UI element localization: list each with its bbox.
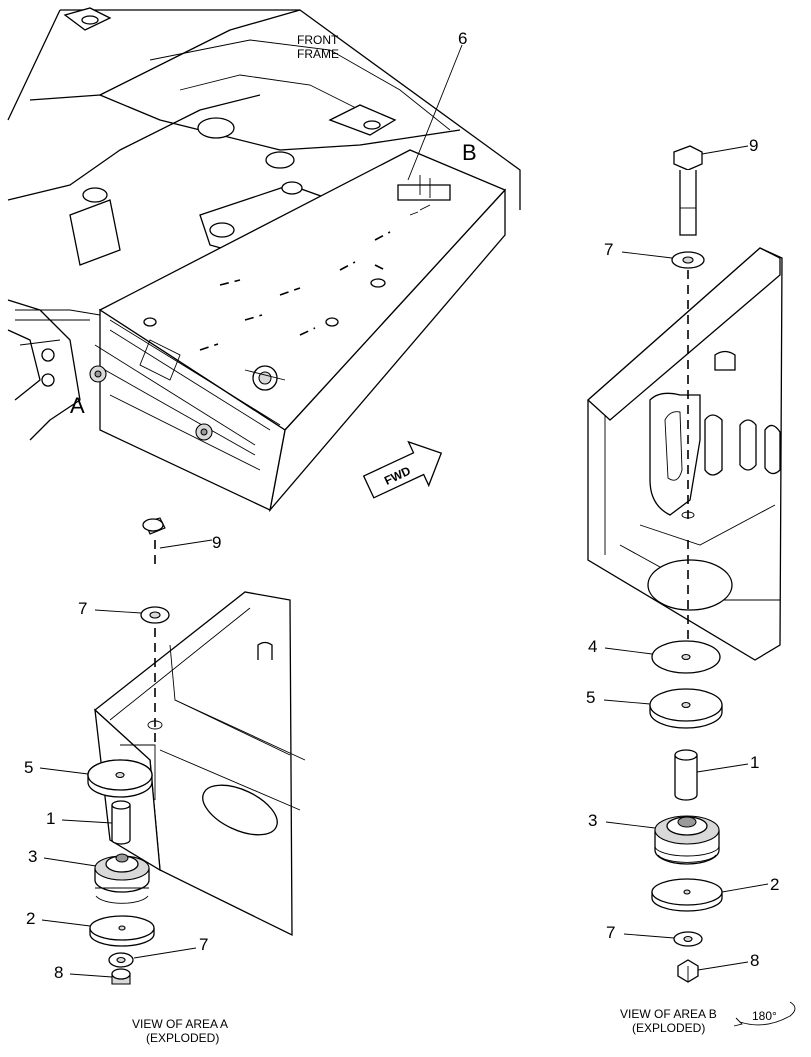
callout-b-3: 3 [588, 811, 597, 830]
callout-b-4: 4 [588, 637, 597, 656]
callout-b-2: 2 [770, 875, 779, 894]
forward-arrow-icon: FWD [362, 440, 443, 499]
callout-b-8: 8 [750, 951, 759, 970]
callout-b-7-top: 7 [604, 240, 613, 259]
view-b-caption: VIEW OF AREA B [620, 1007, 717, 1021]
callout-a-9: 9 [212, 533, 221, 552]
area-a-label: A [70, 393, 85, 418]
callout-b-5: 5 [586, 688, 595, 707]
view-a-caption-line2: (EXPLODED) [146, 1031, 219, 1045]
callout-a-5: 5 [24, 758, 33, 777]
rotate-180-icon: 180° [733, 1001, 796, 1027]
view-area-a: 9 7 5 1 3 2 7 [24, 517, 306, 1045]
callout-a-2: 2 [26, 909, 35, 928]
front-frame-label: FRONT [297, 33, 339, 47]
callout-a-8: 8 [54, 963, 63, 982]
view-b-caption-line2: (EXPLODED) [632, 1021, 705, 1035]
callout-b-9: 9 [749, 136, 758, 155]
view-a-caption: VIEW OF AREA A [132, 1017, 228, 1031]
area-b-label: B [462, 140, 477, 165]
callout-a-1: 1 [46, 809, 55, 828]
callout-a-7-top: 7 [78, 599, 87, 618]
callout-a-3: 3 [28, 847, 37, 866]
callout-6: 6 [458, 29, 467, 48]
callout-b-1: 1 [750, 753, 759, 772]
callout-a-7-bottom: 7 [199, 935, 208, 954]
cab-mount-assembly-view: 6 FRONT FRAME B A FWD [7, 7, 521, 513]
rotate-180-label: 180° [752, 1009, 777, 1023]
front-frame-label-line2: FRAME [297, 47, 339, 61]
callout-b-7-bottom: 7 [606, 923, 615, 942]
view-area-b: 9 7 4 5 1 3 2 [586, 136, 796, 1035]
